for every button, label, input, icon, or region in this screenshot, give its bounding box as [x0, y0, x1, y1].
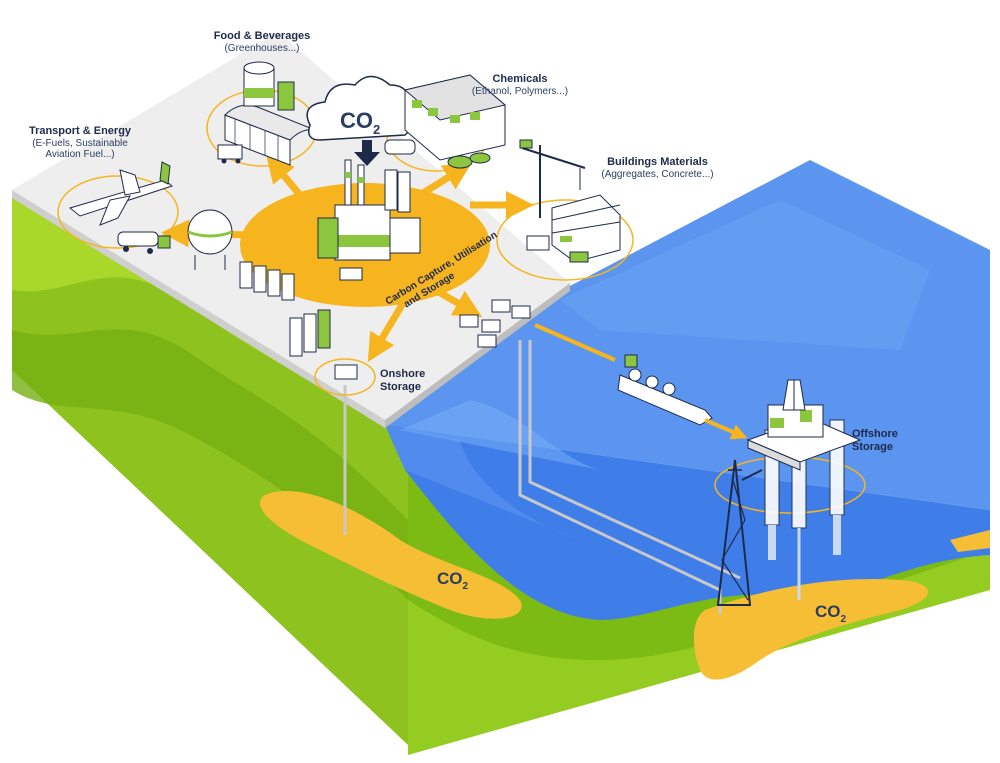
onshore-line1: Onshore — [380, 368, 426, 380]
food-sub: (Greenhouses...) — [224, 42, 300, 54]
co2-cloud-icon: CO2 — [306, 75, 415, 166]
label-offshore-storage: Offshore Storage — [852, 428, 912, 453]
label-food-beverages: Food & Beverages (Greenhouses...) — [212, 30, 312, 54]
label-buildings-materials: Buildings Materials (Aggregates, Concret… — [595, 156, 720, 180]
chemical-plant-icon — [384, 74, 507, 169]
platform-right-side — [385, 283, 570, 428]
co2-label-onshore: CO2 — [437, 569, 469, 592]
label-onshore-storage: Onshore Storage — [380, 368, 440, 393]
svg-text:CO2: CO2 — [340, 108, 380, 137]
buildings-sub: (Aggregates, Concrete...) — [601, 168, 714, 180]
transport-sub1: (E-Fuels, Sustainable — [32, 137, 128, 149]
greenhouse-icon — [224, 104, 321, 166]
oil-platform-icon — [716, 379, 862, 606]
factory-icon — [317, 159, 421, 281]
food-title: Food & Beverages — [213, 30, 311, 42]
label-chemicals: Chemicals (Ethanol, Polymers...) — [465, 73, 575, 97]
co2-label-offshore: CO2 — [815, 602, 847, 625]
transport-title: Transport & Energy — [28, 125, 132, 137]
onshore-line2: Storage — [380, 380, 421, 393]
building-icon — [526, 194, 621, 263]
shore-compressor-icon — [459, 299, 531, 348]
sea-block — [385, 425, 990, 620]
chemicals-title: Chemicals — [492, 73, 548, 85]
pipelines — [343, 340, 741, 615]
compressor-icon — [239, 261, 295, 301]
buildings-title: Buildings Materials — [607, 156, 708, 168]
silo-icon — [243, 61, 295, 111]
airplane-icon — [68, 161, 174, 226]
offshore-reservoir: CO2 — [693, 579, 929, 680]
crane-icon — [519, 139, 586, 218]
shipping-route — [534, 323, 748, 440]
delivery-truck-icon — [217, 144, 243, 164]
transport-sub2: Aviation Fuel...) — [45, 149, 115, 161]
onshore-reservoir: CO2 — [260, 491, 522, 619]
offshore-line1: Offshore — [852, 428, 898, 440]
gas-sphere-icon — [187, 209, 233, 270]
chemicals-sub: (Ethanol, Polymers...) — [471, 85, 569, 97]
sea-front-face — [385, 425, 990, 620]
offshore-line2: Storage — [852, 440, 893, 453]
onshore-station-icon — [289, 309, 358, 380]
platform-side — [12, 190, 385, 428]
label-transport-energy: Transport & Energy (E-Fuels, Sustainable… — [20, 125, 140, 161]
tanker-truck-icon — [117, 231, 171, 254]
